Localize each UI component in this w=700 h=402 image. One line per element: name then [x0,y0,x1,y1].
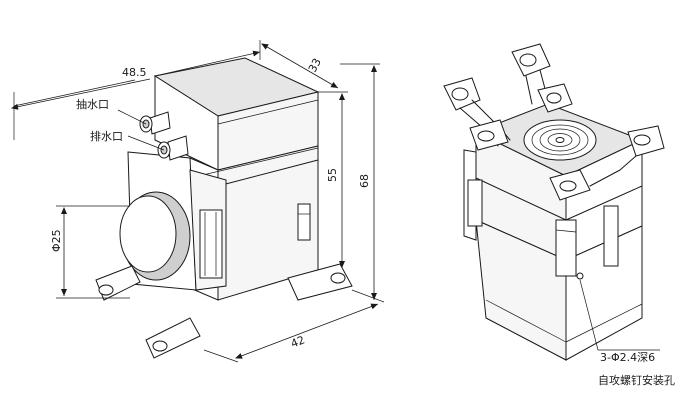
dim-diameter-label: Φ25 [50,229,63,252]
hole-spec-label: 3-Φ2.4深6 [600,351,655,364]
dim-total-height-label: 68 [358,174,371,188]
hole-note-label: 自攻螺钉安装孔 [598,373,675,387]
dim-depth-label: 33 [306,56,324,74]
right-view: 3-Φ2.4深6 自攻螺钉安装孔 [443,43,675,387]
right-slot-front [555,219,577,277]
front-slot [297,203,311,241]
dim-base-width-label: 42 [289,333,307,350]
bracket-front [549,155,637,201]
discharge-port-label: 排水口 [90,129,123,143]
mount-foot-front [145,317,201,359]
bracket-right [627,125,665,157]
pump-head-window [199,209,223,279]
dim-body-height-label: 55 [326,168,339,182]
bracket-top [511,43,551,105]
right-slot-side [603,205,619,267]
bracket-mid [537,83,573,113]
left-view: 48.5 33 55 68 Φ25 42 抽水口 排水口 [11,40,385,363]
suction-port-label: 抽水口 [76,97,109,111]
bracket-center [469,119,509,151]
diaphragm-disc-face [119,195,177,273]
suction-port-fitting [139,111,171,135]
fan-grille [523,119,597,161]
mount-foot-right [287,263,353,301]
discharge-port-fitting [157,135,189,161]
mount-hole [576,272,584,280]
mount-foot-left [95,265,141,301]
dim-length-label: 48.5 [122,66,147,79]
